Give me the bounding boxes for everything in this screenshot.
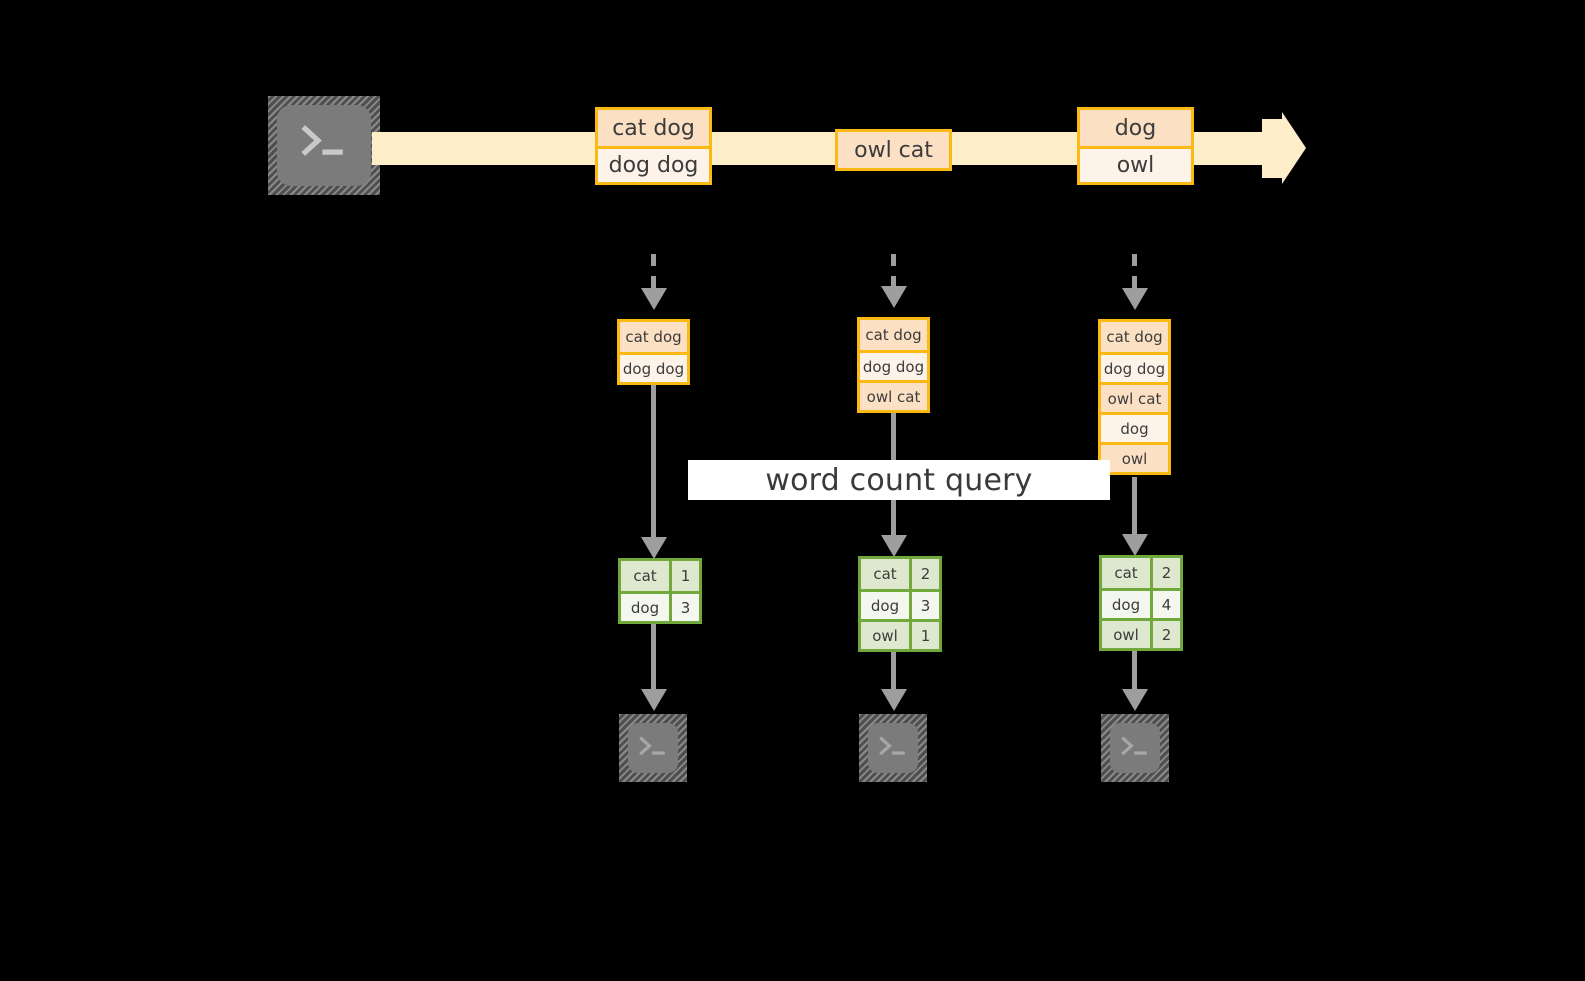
stream-batch-2: owl cat — [835, 129, 952, 171]
state-table-1: cat dog dog dog — [617, 319, 690, 385]
state-line: dog — [1101, 412, 1168, 442]
state-line: dog dog — [620, 352, 687, 382]
state-line: owl cat — [860, 380, 927, 410]
result-word: cat — [621, 561, 669, 591]
sink-terminal-icon-2 — [859, 714, 927, 782]
table-row: dog 4 — [1102, 588, 1180, 618]
stream-batch-1: cat dog dog dog — [595, 107, 712, 185]
state-line: dog dog — [860, 350, 927, 380]
stream-line: dog — [1080, 110, 1191, 146]
result-count: 2 — [1150, 558, 1180, 588]
state-line: owl — [1101, 442, 1168, 472]
source-terminal-icon — [268, 96, 380, 195]
result-table-2: cat 2 dog 3 owl 1 — [858, 556, 942, 652]
result-word: dog — [1102, 591, 1150, 618]
state-table-3: cat dog dog dog owl cat dog owl — [1098, 319, 1171, 475]
terminal-screen — [1110, 723, 1160, 773]
result-table-1: cat 1 dog 3 — [618, 558, 702, 624]
stream-line: owl — [1080, 146, 1191, 182]
prompt-glyph-icon — [879, 736, 905, 756]
result-table-3: cat 2 dog 4 owl 2 — [1099, 555, 1183, 651]
table-row: dog 3 — [861, 589, 939, 619]
stream-line: owl cat — [838, 132, 949, 168]
dashed-arrow-head-3-icon — [1122, 288, 1148, 310]
table-row: dog 3 — [621, 591, 699, 621]
state-to-result-connector-3 — [1132, 477, 1137, 537]
result-count: 4 — [1150, 591, 1180, 618]
dashed-connector-1 — [651, 254, 656, 292]
result-word: dog — [861, 592, 909, 619]
dashed-arrow-head-1-icon — [641, 288, 667, 310]
stream-line: dog dog — [598, 146, 709, 182]
stream-band-neck — [1262, 119, 1282, 178]
prompt-glyph-icon — [1121, 736, 1147, 756]
result-word: owl — [1102, 621, 1150, 648]
terminal-screen — [868, 723, 918, 773]
terminal-screen — [277, 105, 371, 186]
result-count: 2 — [909, 559, 939, 589]
result-to-sink-arrow-head-2-icon — [881, 689, 907, 711]
table-row: owl 2 — [1102, 618, 1180, 648]
result-count: 3 — [909, 592, 939, 619]
state-line: cat dog — [860, 320, 927, 350]
result-count: 2 — [1150, 621, 1180, 648]
state-to-result-arrow-head-3-icon — [1122, 534, 1148, 556]
dashed-arrow-head-2-icon — [881, 286, 907, 308]
state-to-result-connector-1 — [651, 385, 656, 540]
sink-terminal-icon-3 — [1101, 714, 1169, 782]
prompt-glyph-icon — [301, 125, 343, 157]
prompt-glyph-icon — [639, 736, 665, 756]
query-banner: word count query — [688, 460, 1110, 500]
state-line: dog dog — [1101, 352, 1168, 382]
result-count: 1 — [909, 622, 939, 649]
state-line: cat dog — [1101, 322, 1168, 352]
table-row: cat 1 — [621, 561, 699, 591]
state-line: cat dog — [620, 322, 687, 352]
dashed-connector-2 — [891, 254, 896, 290]
result-to-sink-connector-1 — [651, 624, 656, 692]
result-word: dog — [621, 594, 669, 621]
terminal-screen — [628, 723, 678, 773]
query-banner-label: word count query — [765, 462, 1033, 498]
stream-line: cat dog — [598, 110, 709, 146]
stream-batch-3: dog owl — [1077, 107, 1194, 185]
sink-terminal-icon-1 — [619, 714, 687, 782]
state-to-result-arrow-head-1-icon — [641, 537, 667, 559]
result-to-sink-connector-2 — [891, 652, 896, 692]
state-table-2: cat dog dog dog owl cat — [857, 317, 930, 413]
state-line: owl cat — [1101, 382, 1168, 412]
table-row: cat 2 — [1102, 558, 1180, 588]
stream-arrow-head-icon — [1282, 112, 1306, 184]
result-word: owl — [861, 622, 909, 649]
state-to-result-arrow-head-2-icon — [881, 535, 907, 557]
table-row: cat 2 — [861, 559, 939, 589]
result-to-sink-arrow-head-3-icon — [1122, 689, 1148, 711]
result-word: cat — [861, 559, 909, 589]
result-count: 3 — [669, 594, 699, 621]
result-to-sink-connector-3 — [1132, 651, 1137, 692]
result-count: 1 — [669, 561, 699, 591]
table-row: owl 1 — [861, 619, 939, 649]
result-to-sink-arrow-head-1-icon — [641, 689, 667, 711]
dashed-connector-3 — [1132, 254, 1137, 290]
result-word: cat — [1102, 558, 1150, 588]
